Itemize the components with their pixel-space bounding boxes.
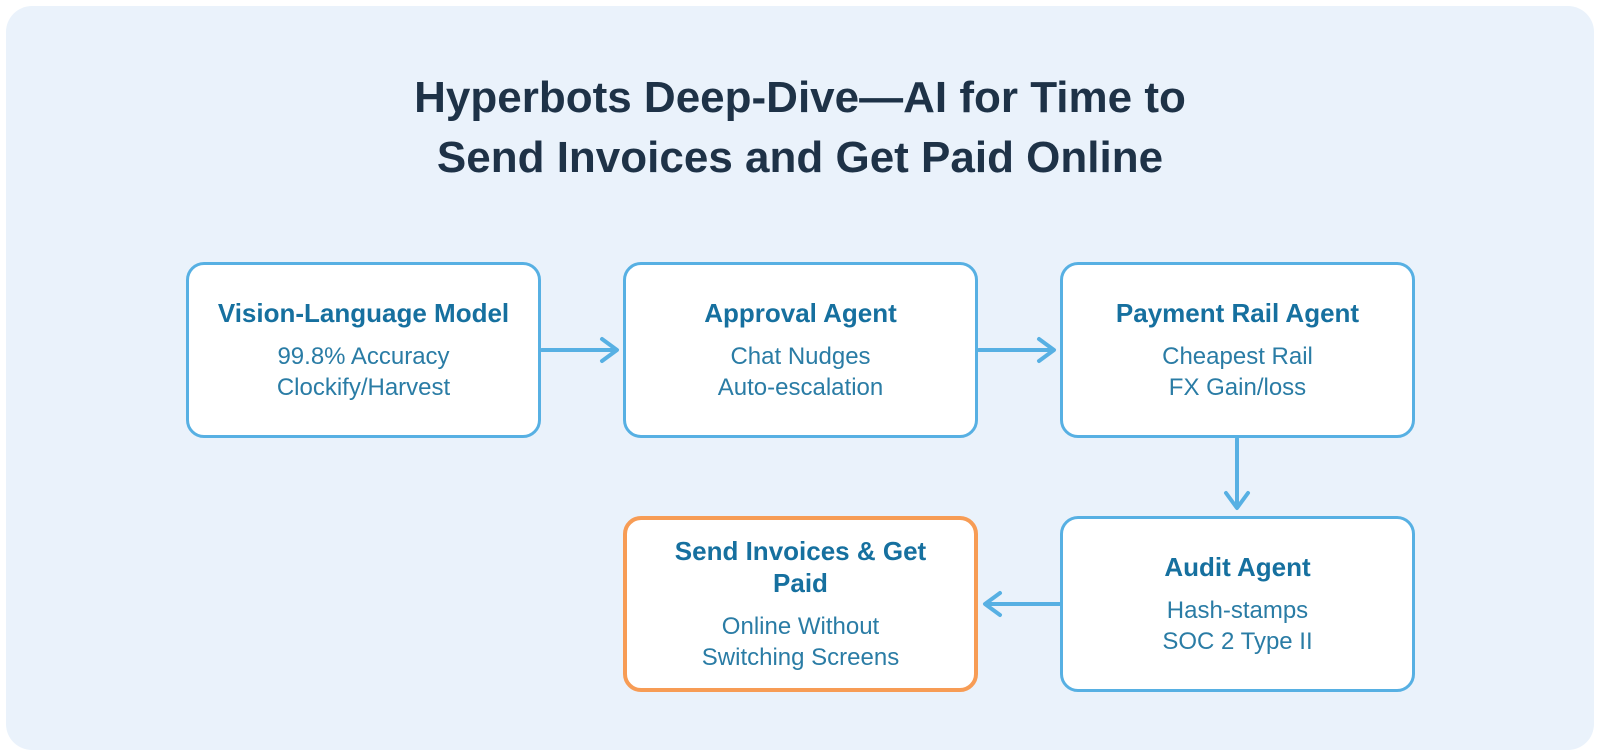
- node-body-line: SOC 2 Type II: [1162, 628, 1313, 655]
- diagram-title: Hyperbots Deep-Dive—AI for Time to Send …: [6, 68, 1594, 188]
- node-vision-language-model: Vision-Language Model 99.8% Accuracy Clo…: [186, 262, 541, 438]
- node-approval-agent: Approval Agent Chat Nudges Auto-escalati…: [623, 262, 978, 438]
- diagram-title-line1: Hyperbots Deep-Dive—AI for Time to: [414, 73, 1186, 122]
- node-title: Audit Agent: [1164, 552, 1311, 582]
- node-body-line: Chat Nudges: [730, 343, 871, 370]
- diagram-panel: Hyperbots Deep-Dive—AI for Time to Send …: [6, 6, 1594, 750]
- node-body-line: 99.8% Accuracy: [277, 343, 450, 370]
- node-payment-rail-agent: Payment Rail Agent Cheapest Rail FX Gain…: [1060, 262, 1415, 438]
- diagram-title-line2: Send Invoices and Get Paid Online: [436, 133, 1164, 182]
- arrow-right-approval-to-payment-icon: [978, 337, 1056, 363]
- node-body-line: Cheapest Rail: [1162, 343, 1313, 370]
- node-title: Payment Rail Agent: [1115, 298, 1360, 328]
- node-body: Online Without Switching Screens: [702, 611, 899, 673]
- node-send-invoices-get-paid: Send Invoices & Get Paid Online Without …: [623, 516, 978, 692]
- node-body-line: Online Without: [721, 613, 880, 640]
- node-audit-agent: Audit Agent Hash-stamps SOC 2 Type II: [1060, 516, 1415, 692]
- node-body-line: Switching Screens: [701, 644, 900, 671]
- node-title: Send Invoices & Get Paid: [674, 536, 927, 598]
- node-title: Vision-Language Model: [217, 298, 510, 328]
- node-title: Approval Agent: [704, 298, 897, 328]
- node-body: 99.8% Accuracy Clockify/Harvest: [277, 341, 450, 403]
- node-body: Cheapest Rail FX Gain/loss: [1162, 341, 1313, 403]
- node-body-line: Clockify/Harvest: [276, 374, 451, 401]
- node-body: Chat Nudges Auto-escalation: [718, 341, 883, 403]
- arrow-right-vision-to-approval-icon: [541, 337, 619, 363]
- node-body: Hash-stamps SOC 2 Type II: [1162, 595, 1312, 657]
- arrow-left-audit-to-send-icon: [983, 591, 1061, 617]
- arrow-down-payment-to-audit-icon: [1224, 438, 1250, 510]
- node-body-line: FX Gain/loss: [1168, 374, 1307, 401]
- node-body-line: Auto-escalation: [717, 374, 884, 401]
- node-body-line: Hash-stamps: [1166, 597, 1309, 624]
